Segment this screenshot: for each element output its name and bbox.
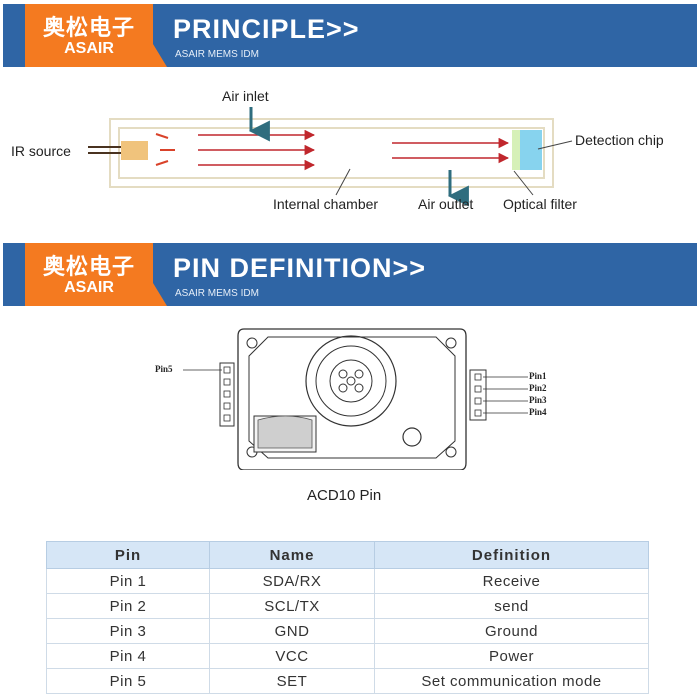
pin-cell: Pin 1 [46,568,210,594]
brand-name-cn: 奥松电子 [42,16,135,41]
leader-line [335,168,351,196]
definition-cell: Set communication mode [374,668,649,694]
pin1-label: Pin1 [529,371,547,381]
left-connector [219,362,235,427]
section-title: PIN DEFINITION>> [173,253,427,283]
pin-cell: Pin 2 [46,593,210,619]
optical-filter-label: Optical filter [503,196,577,212]
table-row: Pin 2 SCL/TX send [46,593,649,619]
detection-chip [520,130,542,170]
name-cell: SET [209,668,375,694]
definition-cell: send [374,593,649,619]
name-cell: VCC [209,643,375,669]
principle-diagram [88,107,573,207]
internal-chamber-label: Internal chamber [273,196,379,212]
sensor-marker-hole [402,427,422,447]
pin-definition-table: Pin Name Definition Pin 1 SDA/RX Receive… [46,541,649,694]
table-row: Pin 5 SET Set communication mode [46,668,649,694]
pin-cell: Pin 3 [46,618,210,644]
name-cell: GND [209,618,375,644]
section-subtitle: ASAIR MEMS IDM [175,288,259,299]
sensor-inner-outline [248,336,456,459]
banner-notch [153,44,167,67]
optical-filter [512,130,520,170]
table-header-row: Pin Name Definition [46,541,649,569]
sensor-window [305,335,397,427]
pin3-label: Pin3 [529,395,547,405]
ir-source-label: IR source [11,143,71,159]
sensor-window-ring [315,345,387,417]
right-connector [469,369,487,421]
pin-cell: Pin 5 [46,668,210,694]
column-header-pin: Pin [46,541,210,569]
definition-cell: Receive [374,568,649,594]
definition-cell: Power [374,643,649,669]
definition-cell: Ground [374,618,649,644]
pin-definition-banner: 奥松电子 ASAIR PIN DEFINITION>> ASAIR MEMS I… [3,243,697,306]
table-row: Pin 1 SDA/RX Receive [46,568,649,594]
mount-hole [246,337,258,349]
air-outlet-label: Air outlet [418,196,474,212]
pin2-label: Pin2 [529,383,547,393]
leader-line [537,140,573,150]
air-inlet-label: Air inlet [222,88,269,104]
ir-source-block [121,141,148,160]
section-subtitle: ASAIR MEMS IDM [175,49,259,60]
column-header-definition: Definition [374,541,649,569]
principle-banner: 奥松电子 ASAIR PRINCIPLE>> ASAIR MEMS IDM [3,4,697,67]
detection-chip-label: Detection chip [575,132,664,148]
chamber-inner-wall [118,127,545,179]
name-cell: SDA/RX [209,568,375,594]
banner-notch [153,283,167,306]
brand-logo: 奥松电子 ASAIR [25,243,153,306]
diagram-caption: ACD10 Pin [307,487,382,504]
pin-cell: Pin 4 [46,643,210,669]
sensor-window-core [329,359,373,403]
pin4-label: Pin4 [529,407,547,417]
brand-name-cn: 奥松电子 [42,255,135,280]
leader-line [513,170,534,196]
chamber-outer-wall [109,118,554,188]
table-row: Pin 4 VCC Power [46,643,649,669]
pin5-label: Pin5 [155,364,173,374]
table-row: Pin 3 GND Ground [46,618,649,644]
brand-logo: 奥松电子 ASAIR [25,4,153,67]
sensor-pin-diagram [183,328,528,470]
mount-hole [445,446,457,458]
brand-name-en: ASAIR [64,40,114,57]
mount-hole [445,337,457,349]
name-cell: SCL/TX [209,593,375,619]
column-header-name: Name [209,541,375,569]
section-title: PRINCIPLE>> [173,14,360,44]
brand-name-en: ASAIR [64,279,114,296]
